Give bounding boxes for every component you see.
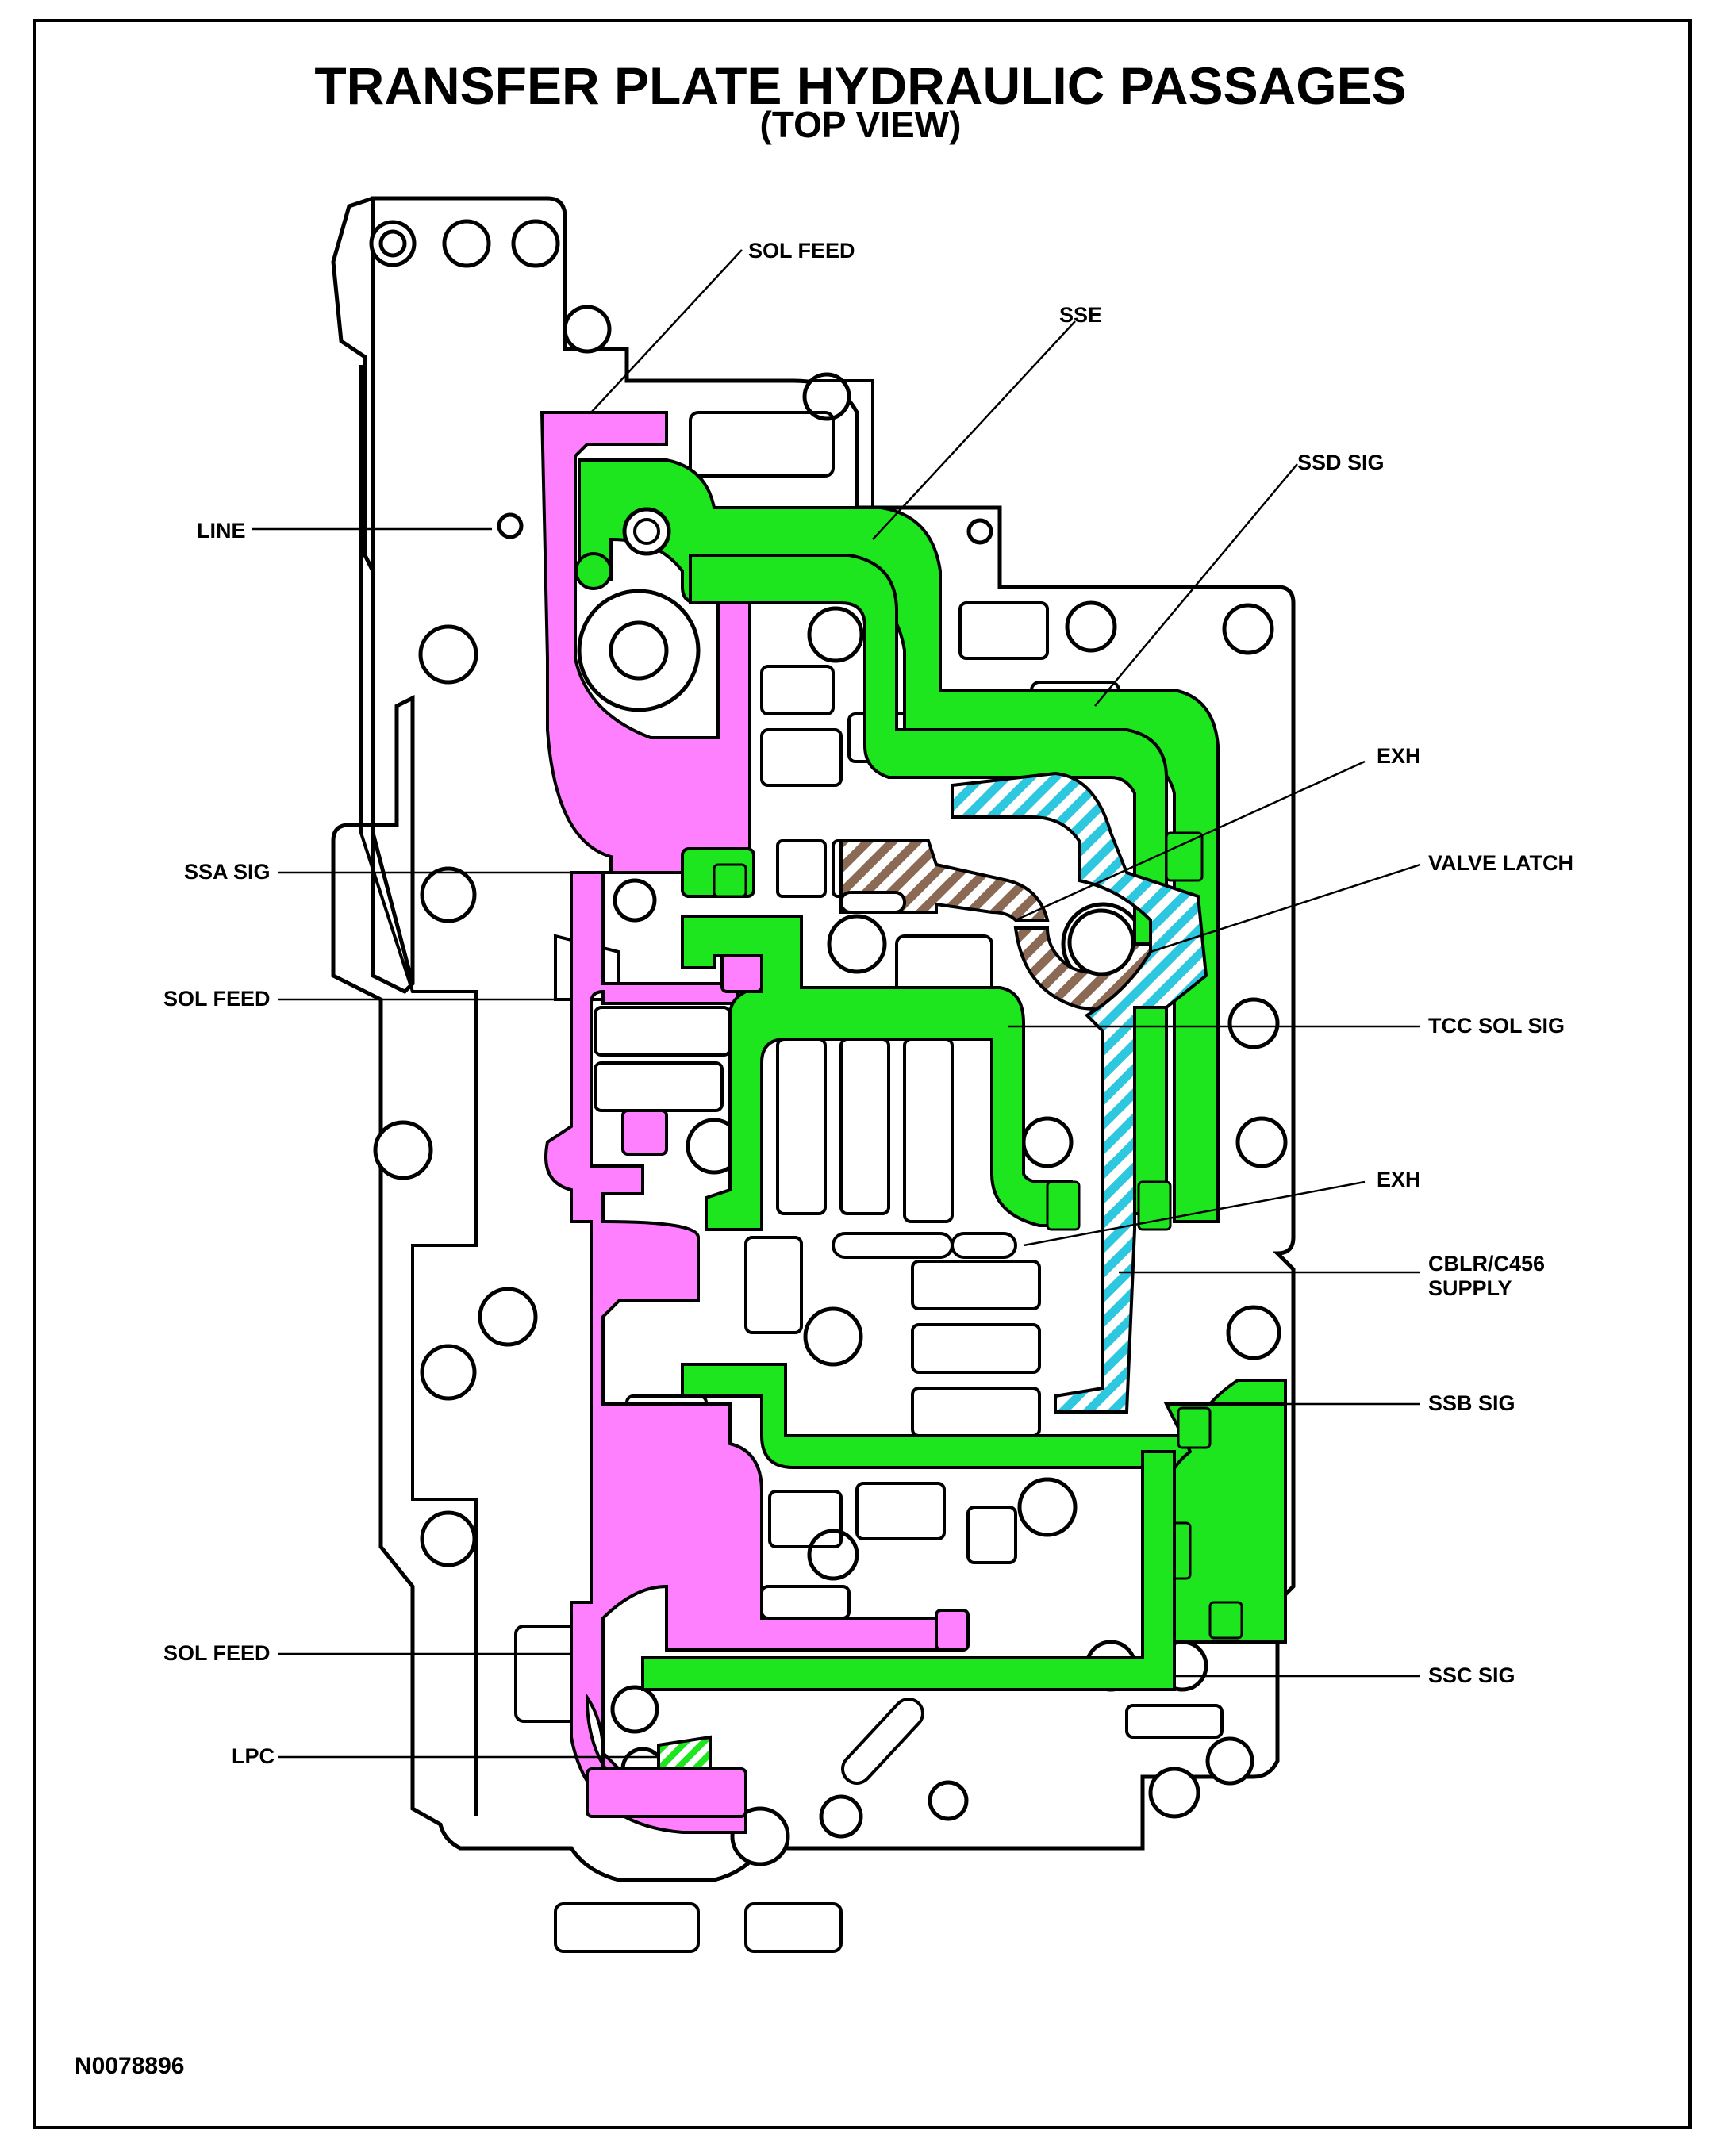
sse-port [574,552,613,590]
plate-left-flange [331,196,415,984]
valve-latch-bore [1067,908,1135,976]
sse-port-inner [633,518,660,545]
label-ssb-sig: SSB SIG [1428,1391,1515,1415]
label-cblr-c456: CBLR/C456 [1428,1252,1545,1276]
label-valve-latch: VALVE LATCH [1428,851,1573,875]
tcc-port [1046,1180,1081,1231]
label-exh-bottom: EXH [1377,1168,1421,1191]
sol-feed-block [621,1109,668,1156]
cblr-c456-supply-passage [951,771,1208,1414]
sol-feed-block [935,1609,970,1652]
tcc-port [1137,1180,1172,1231]
label-ssa-sig: SSA SIG [184,860,271,884]
sol-feed-block [720,950,763,993]
exh-pin-bottom-ext [951,1232,1017,1259]
label-supply: SUPPLY [1428,1276,1512,1300]
ssa-sig-port [713,863,747,898]
label-sol-feed-bottom: SOL FEED [163,1641,271,1665]
label-tcc-sol-sig: TCC SOL SIG [1428,1014,1565,1038]
plate-inner-left-outline [359,365,478,1816]
label-line: LINE [197,519,246,543]
exh-pin-top [839,891,906,914]
ssb-port [1208,1601,1243,1640]
ssd-sig-passage [689,554,1168,1215]
label-ssc-sig: SSC SIG [1428,1663,1515,1687]
leader-lines [252,249,1421,1759]
ssc-sig-passage [641,1450,1176,1691]
lpc-passage [657,1735,712,1770]
label-ssd-sig: SSD SIG [1297,451,1385,474]
tcc-sol-sig-passage [681,915,1073,1231]
label-sol-feed-top: SOL FEED [748,239,855,263]
figure-id: N0078896 [75,2053,185,2079]
ssb-port [1177,1406,1212,1449]
label-exh-top: EXH [1377,744,1421,768]
label-sol-feed-mid: SOL FEED [163,987,271,1011]
figure-subtitle: (TOP VIEW) [759,104,962,145]
sol-feed-block [586,1767,747,1818]
figure-title: TRANSFER PLATE HYDRAULIC PASSAGES [314,56,1407,115]
exh-pin-bottom [832,1232,954,1259]
label-lpc: LPC [232,1744,275,1768]
ssd-port [1165,831,1204,882]
label-sse: SSE [1059,303,1102,327]
